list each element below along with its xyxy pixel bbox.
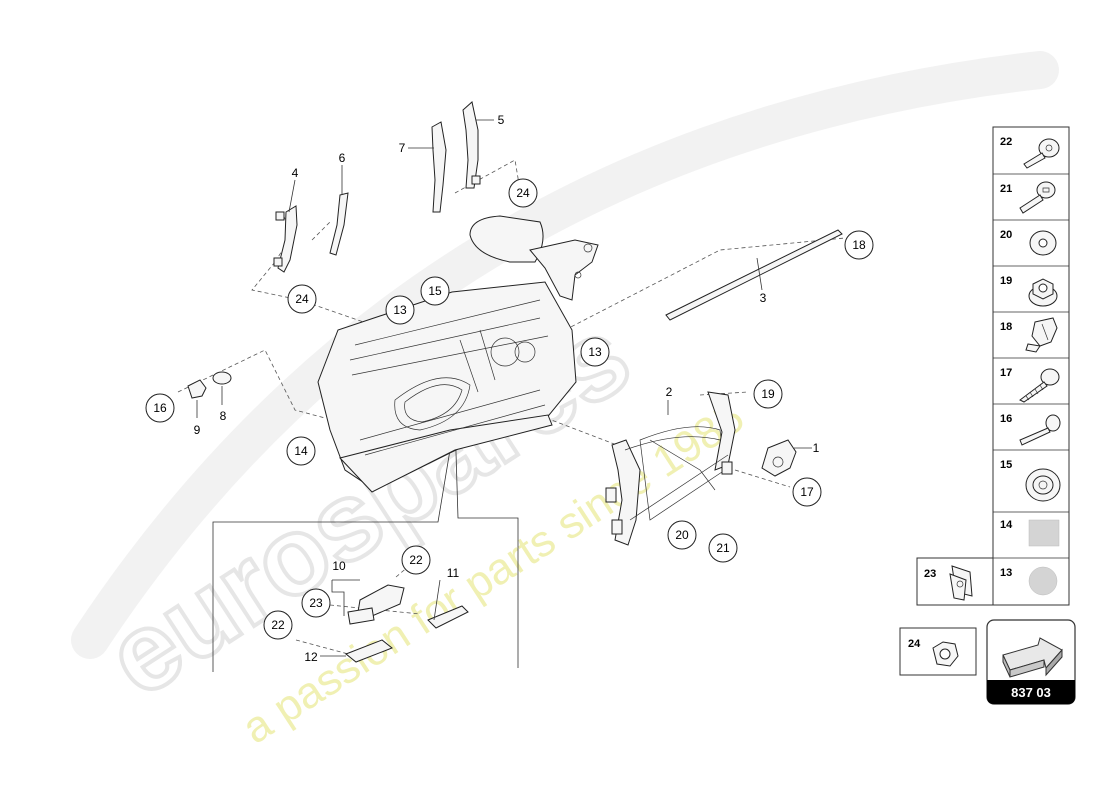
callout-24-seal: 24 (295, 292, 309, 306)
countersunk-screw-icon (1019, 414, 1061, 446)
grommet-icon (1025, 468, 1061, 502)
label-6: 6 (339, 151, 346, 165)
regulator-motor-1 (761, 439, 797, 477)
legend-num-18: 18 (1000, 321, 1012, 333)
clip-9 (187, 379, 207, 399)
legend-num-24: 24 (908, 638, 921, 650)
bracket-lines (212, 419, 519, 672)
washer-icon (1029, 230, 1057, 256)
callout-23: 23 (309, 596, 323, 610)
part-number-labels: 4 6 7 5 3 2 1 9 8 10 11 12 (194, 113, 820, 664)
seal-5 (462, 101, 479, 189)
watermark: eurospares a passion for parts since 198… (71, 51, 1059, 753)
legend-dividers (993, 173, 1069, 559)
legend-num-13: 13 (1000, 567, 1012, 579)
legend-num-20: 20 (1000, 229, 1012, 241)
label-4: 4 (292, 166, 299, 180)
side-mirror (469, 215, 599, 301)
callout-22-handle: 22 (409, 553, 423, 567)
seal-6 (329, 192, 349, 256)
page-code: 837 03 (1011, 685, 1051, 700)
small-clips (187, 371, 232, 399)
callout-21: 21 (716, 541, 730, 555)
plastic-clip-icon (1025, 317, 1058, 353)
callout-24-mirror: 24 (516, 186, 530, 200)
label-7: 7 (399, 141, 406, 155)
label-3: 3 (760, 291, 767, 305)
callout-19: 19 (761, 387, 775, 401)
label-2: 2 (666, 385, 673, 399)
callout-20: 20 (675, 528, 689, 542)
handle-11 (427, 605, 469, 629)
callout-22-lower: 22 (271, 618, 285, 632)
hex-nut-icon (932, 641, 959, 667)
leader-lines (196, 119, 812, 657)
guide-rail-3 (665, 229, 843, 321)
self-tapping-screw-icon (1019, 368, 1060, 403)
callout-13-upper: 13 (393, 303, 407, 317)
callout-14: 14 (294, 444, 308, 458)
legend-num-19: 19 (1000, 275, 1012, 287)
label-5: 5 (498, 113, 505, 127)
round-head-screw-icon (1023, 138, 1060, 169)
next-page-arrow-icon (1002, 637, 1063, 678)
legend-num-16: 16 (1000, 413, 1012, 425)
callout-17: 17 (800, 485, 814, 499)
seal-4 (277, 205, 298, 273)
legend-num-21: 21 (1000, 183, 1012, 195)
label-12: 12 (304, 650, 318, 664)
legend-num-23: 23 (924, 568, 936, 580)
callout-18: 18 (852, 238, 866, 252)
cap-8 (212, 371, 232, 385)
callout-circles: 24 24 13 15 13 18 19 16 14 17 20 21 22 2… (145, 178, 874, 640)
label-11: 11 (447, 566, 460, 580)
window-regulator (605, 391, 797, 546)
window-seals (273, 101, 481, 273)
hex-socket-screw-icon (1019, 181, 1056, 214)
legend-num-14: 14 (1000, 519, 1013, 531)
label-8: 8 (220, 409, 227, 423)
label-1: 1 (813, 441, 820, 455)
callout-15: 15 (428, 284, 442, 298)
flange-nut-icon (1028, 278, 1058, 307)
label-10: 10 (332, 559, 346, 573)
fastener-legend: 22 21 20 19 18 (899, 126, 1070, 676)
seal-7 (431, 121, 447, 213)
handle-12 (345, 639, 393, 663)
page-badge: 837 03 (986, 619, 1076, 705)
round-pad-icon (1028, 566, 1058, 596)
legend-num-22: 22 (1000, 136, 1012, 148)
clip-nut-icon (949, 565, 973, 601)
handle-assembly (345, 584, 469, 663)
square-pad-icon (1028, 519, 1060, 547)
legend-num-17: 17 (1000, 367, 1012, 379)
label-9: 9 (194, 423, 201, 437)
callout-13-side: 13 (588, 345, 602, 359)
legend-num-15: 15 (1000, 459, 1012, 471)
callout-16: 16 (153, 401, 167, 415)
